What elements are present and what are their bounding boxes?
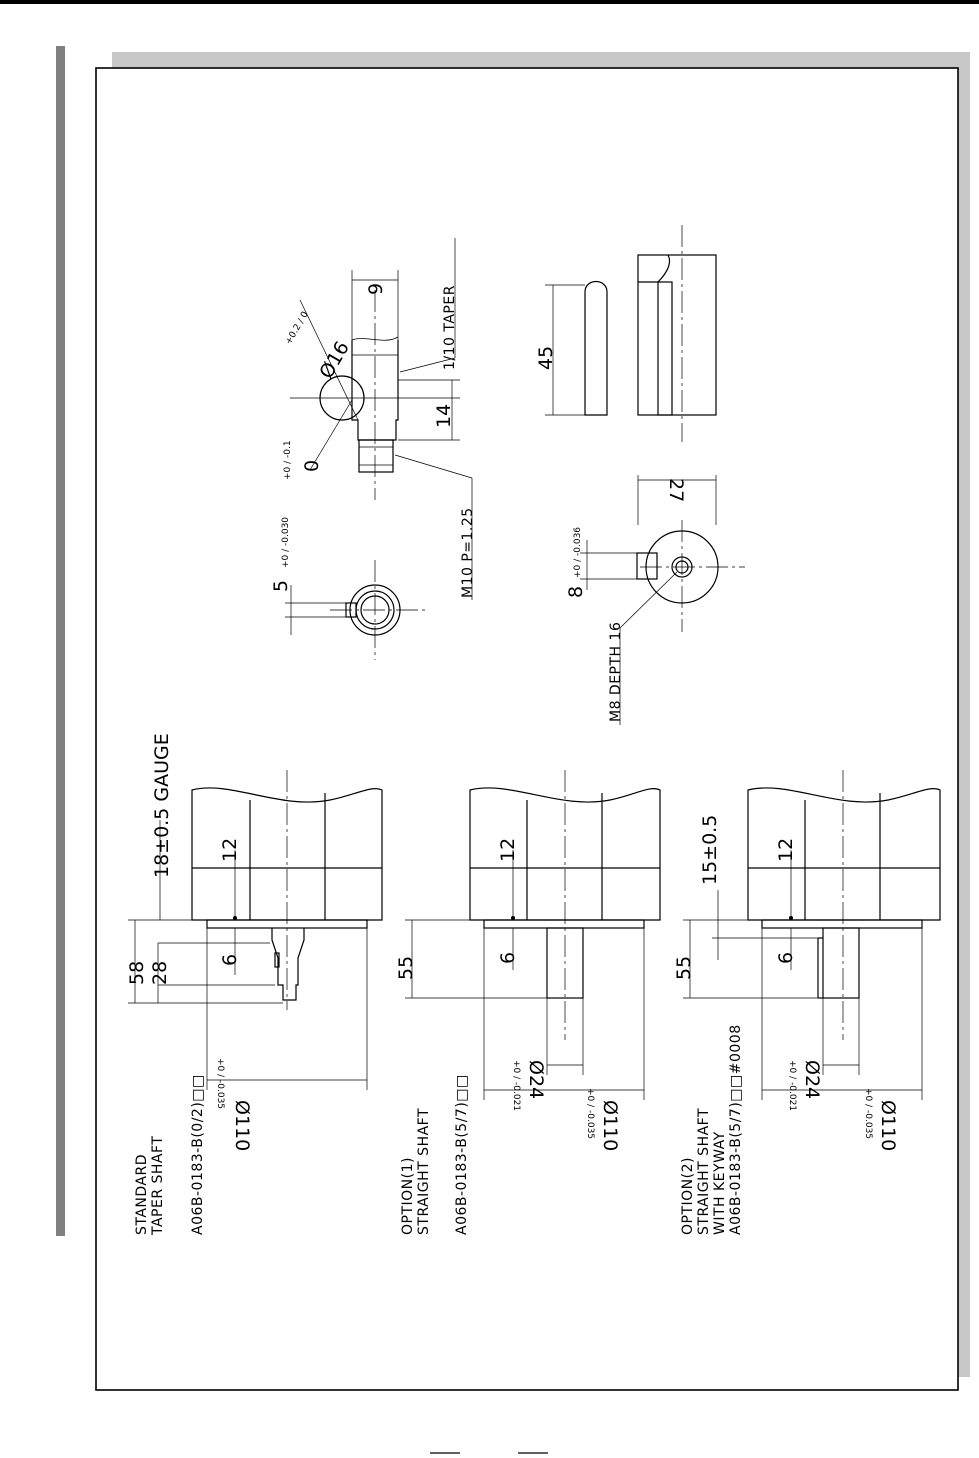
opt1-title-line2: STRAIGHT SHAFT — [416, 1108, 432, 1235]
opt1-dim-55: 55 — [395, 956, 417, 980]
std-title-line2: TAPER SHAFT — [150, 1136, 166, 1236]
opt1-dim-6: 6 — [497, 952, 519, 964]
opt2-dia-110-tol: +0 / -0.035 — [863, 1088, 873, 1139]
opt1-dia-24-tol: +0 / -0.021 — [511, 1060, 521, 1111]
std-title-line1: STANDARD — [134, 1154, 150, 1235]
std-dim-58: 58 — [126, 961, 148, 985]
opt1-dia-110: Ø110 — [599, 1100, 621, 1151]
opt1-title-line1: OPTION(1) — [400, 1157, 416, 1235]
opt1-part-number: A06B-0183-B(5/7)□□ — [454, 1074, 470, 1235]
taper-detail-view — [285, 238, 473, 660]
opt2-title-line3: WITH KEYWAY — [712, 1131, 728, 1235]
drawing-frame — [95, 67, 959, 1391]
opt2-title-line1: OPTION(2) — [680, 1157, 696, 1235]
opt2-dia-24: Ø24 — [801, 1060, 823, 1099]
std-dim-18-gauge: 18±0.5 GAUGE — [151, 733, 173, 878]
taper-key-width: 5 — [270, 580, 292, 592]
opt1-dia-110-tol: +0 / -0.035 — [585, 1088, 595, 1139]
taper-angle-tol: +0 / -0.1 — [283, 440, 293, 480]
opt2-dia-24-tol: +0 / -0.021 — [787, 1060, 797, 1111]
taper-ratio-label: 1/10 TAPER — [442, 285, 458, 370]
option1-shaft-view — [405, 770, 661, 1100]
keyway-dim-27: 27 — [665, 478, 687, 502]
keyway-tap-label: M8 DEPTH 16 — [608, 622, 624, 722]
keyway-key-width-tol: +0 / -0.036 — [573, 527, 583, 578]
std-dia-110-tol: +0 / -0.035 — [215, 1058, 225, 1109]
std-dim-28: 28 — [149, 961, 171, 985]
taper-angle-base: 0 — [301, 460, 323, 472]
header-rule — [0, 0, 979, 4]
std-dim-12: 12 — [219, 838, 241, 862]
keyway-key-width: 8 — [565, 586, 587, 598]
keyway-dim-45: 45 — [535, 346, 557, 370]
opt2-dia-110: Ø110 — [877, 1100, 899, 1151]
opt1-dia-24: Ø24 — [525, 1060, 547, 1099]
opt2-dim-55: 55 — [673, 956, 695, 980]
opt2-title-line2: STRAIGHT SHAFT — [696, 1108, 712, 1235]
taper-thread-label: M10 P=1.25 — [460, 507, 476, 598]
opt2-dim-6: 6 — [775, 952, 797, 964]
opt2-dim-12: 12 — [775, 838, 797, 862]
taper-dim-9: 9 — [365, 283, 387, 295]
standard-shaft-view — [128, 770, 383, 1090]
option2-shaft-view — [683, 770, 941, 1100]
std-dim-6: 6 — [219, 954, 241, 966]
opt2-dim-15: 15±0.5 — [699, 815, 721, 885]
margin-bar — [56, 46, 65, 1236]
opt2-part-number: A06B-0183-B(5/7)□□#0008 — [728, 1024, 744, 1235]
std-part-number: A06B-0183-B(0/2)□□ — [190, 1074, 206, 1235]
keyway-detail-view — [545, 225, 745, 725]
std-dia-110: Ø110 — [231, 1100, 253, 1151]
taper-key-width-tol: +0 / -0.030 — [281, 517, 291, 568]
taper-dim-14: 14 — [433, 404, 455, 428]
opt1-dim-12: 12 — [497, 838, 519, 862]
